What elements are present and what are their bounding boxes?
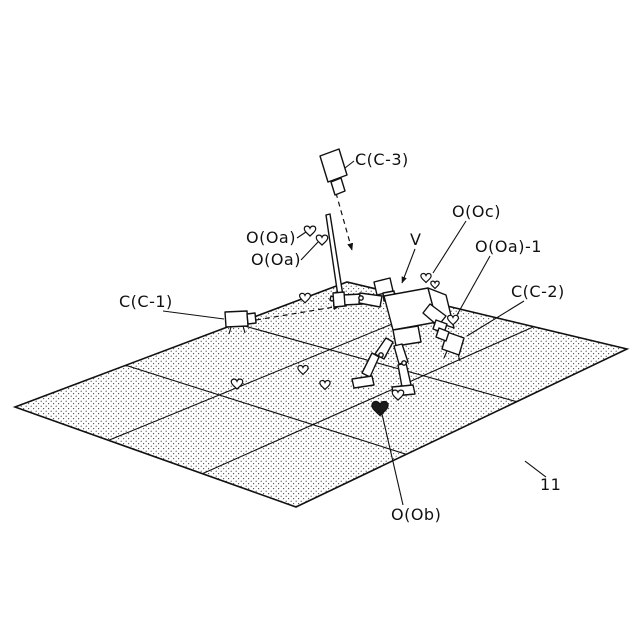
camera-leg — [457, 353, 461, 362]
robot-left-shin — [361, 352, 380, 378]
camera-leg — [242, 325, 246, 334]
label-object-ob: O(Ob) — [391, 505, 441, 524]
leader-object-oc — [432, 220, 467, 274]
camera-lens-icon — [246, 312, 257, 325]
leader-camera2 — [466, 300, 525, 337]
ground-plane — [12, 281, 630, 508]
robot-left-hand — [332, 291, 346, 308]
label-plane-ref: 11 — [540, 475, 561, 494]
ground-plane-surface — [12, 281, 630, 508]
heart-icon — [430, 280, 440, 289]
leader-view-v — [401, 248, 416, 284]
camera-lens-icon — [435, 327, 450, 342]
heart-icon — [315, 234, 329, 246]
camera-icon — [319, 148, 348, 183]
leader-camera1 — [162, 310, 225, 320]
label-object-oc: O(Oc) — [452, 202, 501, 221]
grid-line — [202, 326, 534, 475]
camera-leg — [228, 326, 232, 335]
grid-line — [108, 303, 441, 441]
camera-leg — [443, 350, 448, 359]
grid-line — [125, 364, 407, 455]
figure-labels: C(C-3) O(Oa) O(Oa) O(Oc) V O(Oa)-1 C(C-2… — [119, 150, 565, 524]
label-camera1: C(C-1) — [119, 292, 173, 311]
heart-icon — [303, 225, 317, 237]
leader-object-oa-1 — [456, 255, 491, 316]
robot-right-thigh — [393, 343, 409, 365]
camera-lens-icon — [330, 177, 346, 196]
label-camera3: C(C-3) — [355, 150, 409, 169]
robot-knee-joint — [401, 360, 407, 366]
label-view-v: V — [410, 230, 421, 249]
leader-plane-ref — [524, 460, 547, 478]
label-object-oa-top: O(Oa) — [246, 228, 296, 247]
heart-icon — [420, 273, 432, 283]
leader-lines — [162, 160, 547, 506]
robot-elbow-joint — [358, 295, 364, 301]
camera-icon — [224, 310, 249, 328]
leader-object-ob — [381, 413, 404, 506]
camera-c3 — [319, 148, 348, 196]
leader-camera3 — [344, 160, 355, 169]
robot-left-foot — [351, 375, 375, 389]
robot-knee-joint — [378, 352, 384, 358]
robot-pelvis — [392, 325, 422, 347]
label-object-oa-1: O(Oa)-1 — [475, 237, 542, 256]
leader-object-oa-bottom — [300, 241, 319, 261]
label-object-oa-bottom: O(Oa) — [251, 250, 301, 269]
camera-c2 — [435, 327, 465, 362]
camera-c1 — [224, 310, 257, 335]
camera3-sightline — [335, 192, 354, 251]
leader-object-oa-top — [296, 231, 307, 239]
label-camera2: C(C-2) — [511, 282, 565, 301]
